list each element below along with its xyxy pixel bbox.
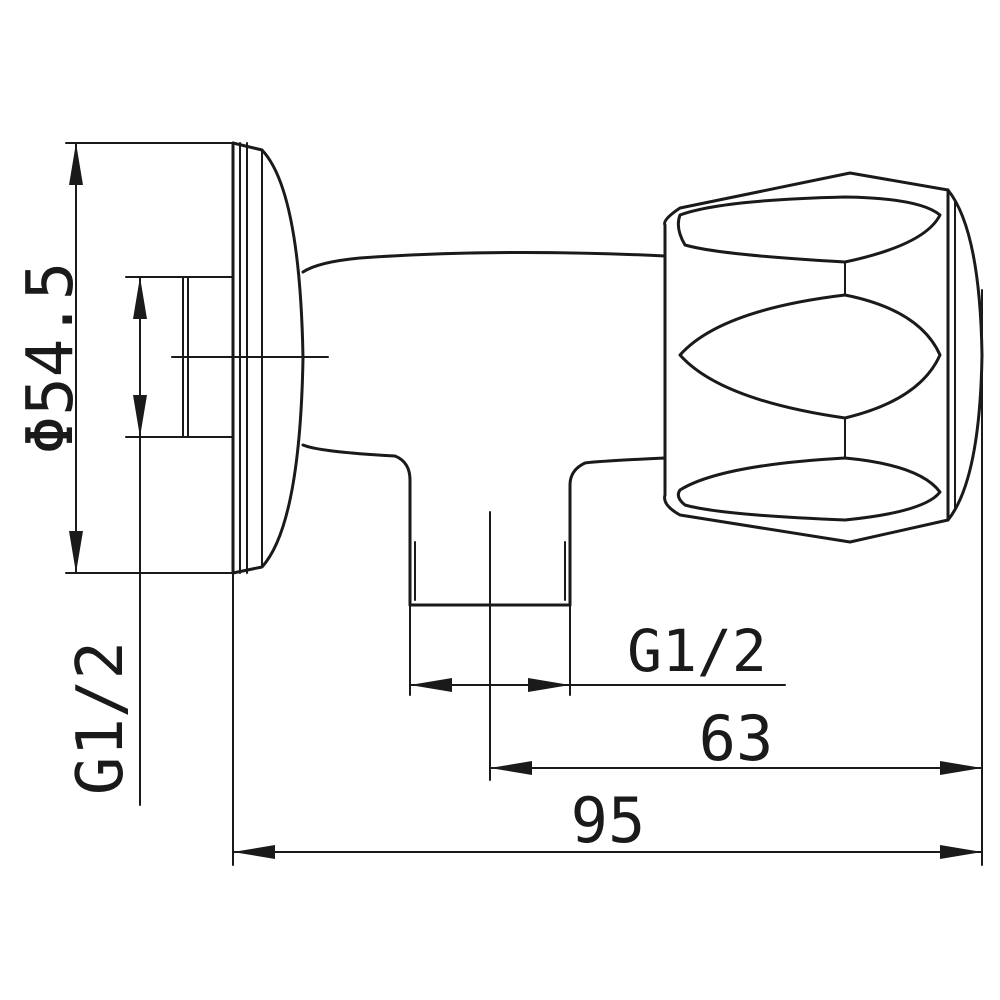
valve-body [301,250,667,607]
side-thread-dimension: G1/2 [64,276,234,806]
offset-dimension: 63 [489,702,983,775]
offset-label: 63 [699,702,774,775]
overall-label: 95 [571,784,646,857]
diameter-label: Φ54.5 [14,262,88,455]
center-lines [171,356,491,781]
bottom-thread-dimension: G1/2 [409,604,786,696]
valve-handle [663,171,984,544]
diameter-dimension: Φ54.5 [14,142,234,574]
side-thread-label: G1/2 [64,641,138,795]
overall-dimension: 95 [232,289,983,866]
bottom-thread-label: G1/2 [627,617,767,685]
